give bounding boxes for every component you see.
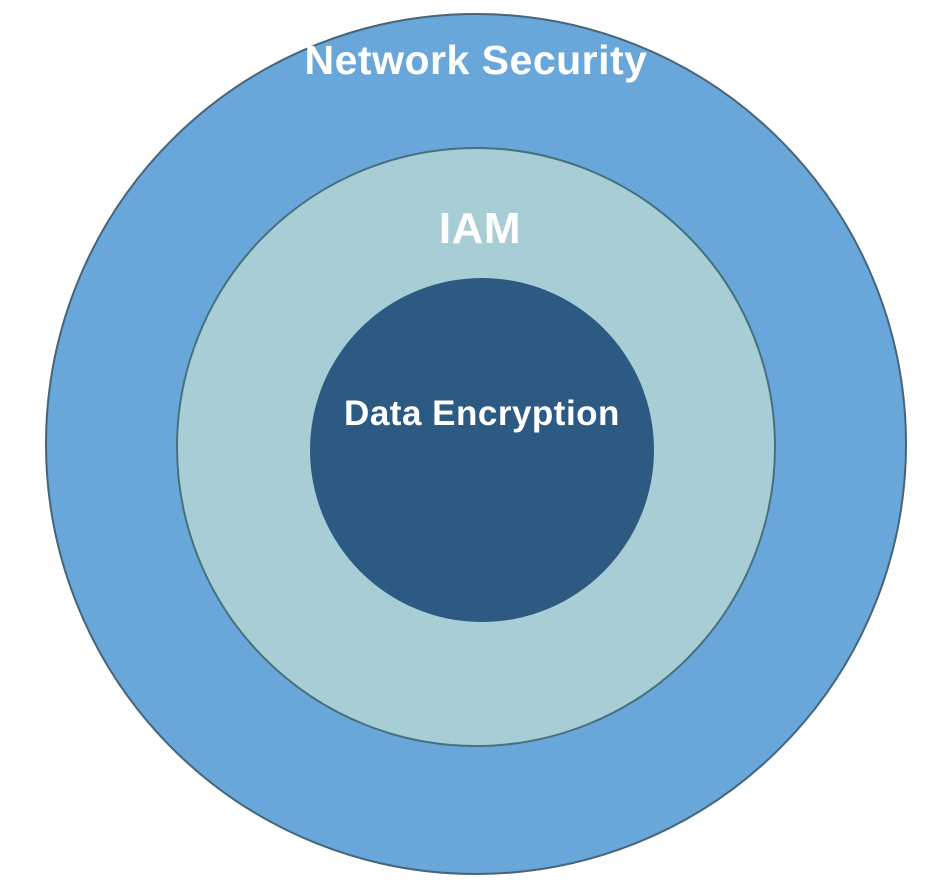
- data-encryption-label: Data Encryption: [344, 394, 620, 433]
- data-encryption-circle: [310, 278, 654, 622]
- iam-label: IAM: [438, 204, 522, 253]
- network-security-label: Network Security: [304, 37, 648, 83]
